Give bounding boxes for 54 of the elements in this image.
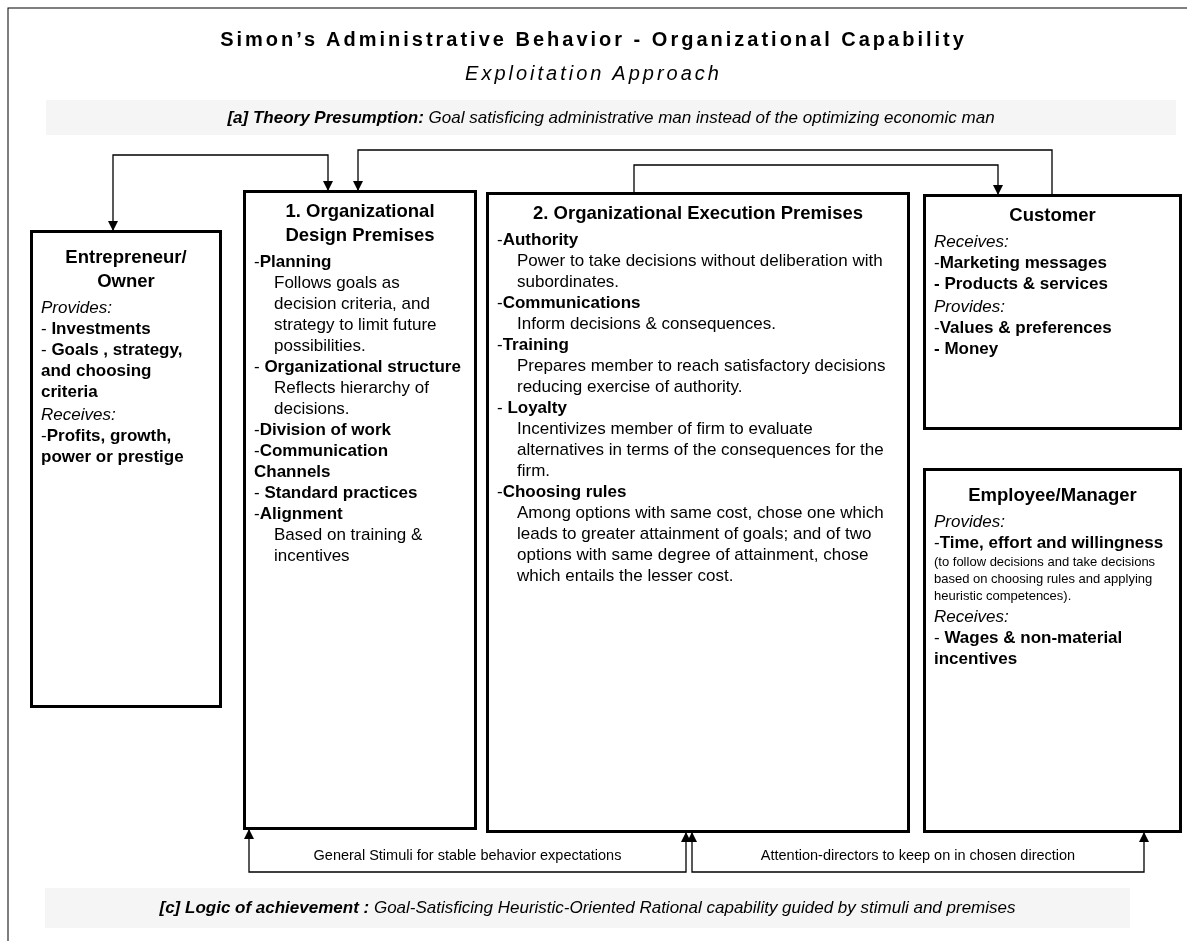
- box-heading: Employee/Manager: [967, 483, 1138, 507]
- subtitle: Exploitation Approach: [464, 62, 723, 85]
- box-heading: 2. Organizational Execution Premises: [532, 201, 864, 225]
- box-heading: 1. Organizational Design Premises: [284, 199, 436, 247]
- list-item: - Organizational structure: [254, 356, 462, 377]
- arrow: [687, 832, 1149, 873]
- list-item: -Planning: [254, 251, 333, 272]
- title: Simon’s Administrative Behavior - Organizational Capability: [219, 28, 968, 51]
- list-item: - Wages & non-material incentives: [934, 627, 1124, 669]
- description: Prepares member to reach satisfactory decisions reducing exercise of authority.: [516, 355, 887, 397]
- description: (to follow decisions and take decisions based on choosing rules and applying heuristic competences).: [934, 553, 1157, 604]
- premise-box: [243, 190, 477, 830]
- list-item: -Division of work: [254, 419, 392, 440]
- box-heading: Entrepreneur/ Owner: [64, 245, 188, 293]
- list-item: - Standard practices: [254, 482, 419, 503]
- list-item: - Products & services: [934, 273, 1109, 294]
- description: Follows goals as decision criteria, and strategy to limit future possibilities.: [273, 272, 438, 356]
- description: Incentivizes member of firm to evaluate alternatives in terms of the consequences for the firm.: [516, 418, 885, 481]
- list-item: -Training: [497, 334, 570, 355]
- list-item: -Marketing messages: [934, 252, 1108, 273]
- list-item: - Goals , strategy, and choosing criteria: [41, 339, 184, 402]
- premise-box: [30, 230, 222, 708]
- arrow: [244, 829, 691, 873]
- banner-text: [a] Theory Presumption: Goal satisficing administrative man instead of the optimizing economic man: [227, 107, 995, 128]
- list-item: -Values & preferences: [934, 317, 1113, 338]
- list-item: -Choosing rules: [497, 481, 628, 502]
- arrow: [633, 164, 1003, 195]
- section-label: Receives:: [934, 606, 1010, 627]
- list-item: - Investments: [41, 318, 152, 339]
- list-item: -Profits, growth, power or prestige: [41, 425, 185, 467]
- section-label: Receives:: [41, 404, 117, 425]
- section-label: Receives:: [934, 231, 1010, 252]
- section-label: Provides:: [41, 297, 113, 318]
- list-item: -Time, effort and willingness: [934, 532, 1165, 553]
- description: Inform decisions & consequences.: [516, 313, 777, 334]
- list-item: - Money: [934, 338, 1000, 359]
- banner-text: [c] Logic of achievement : Goal-Satisficing Heuristic-Oriented Rational capability guided by stimuli and premises: [159, 898, 1016, 918]
- list-item: -Alignment: [254, 503, 344, 524]
- section-label: Provides:: [934, 511, 1006, 532]
- premise-box: [923, 468, 1182, 833]
- premise-box: [923, 194, 1182, 430]
- section-label: Provides:: [934, 296, 1006, 317]
- description: Among options with same cost, chose one which leads to greater attainment of goals; and of two options with same degree of attainment, chose which entails the lesser cost.: [516, 502, 885, 586]
- list-item: -Communications: [497, 292, 642, 313]
- box-heading: Customer: [1008, 203, 1097, 227]
- arrow: [353, 149, 1053, 195]
- premise-box: [486, 192, 910, 833]
- description: Reflects hierarchy of decisions.: [273, 377, 430, 419]
- list-item: -Communication Channels: [254, 440, 390, 482]
- list-item: - Loyalty: [497, 397, 568, 418]
- list-item: -Authority: [497, 229, 580, 250]
- description: Power to take decisions without deliberation with subordinates.: [516, 250, 884, 292]
- arrow: [108, 154, 333, 231]
- description: Based on training & incentives: [273, 524, 424, 566]
